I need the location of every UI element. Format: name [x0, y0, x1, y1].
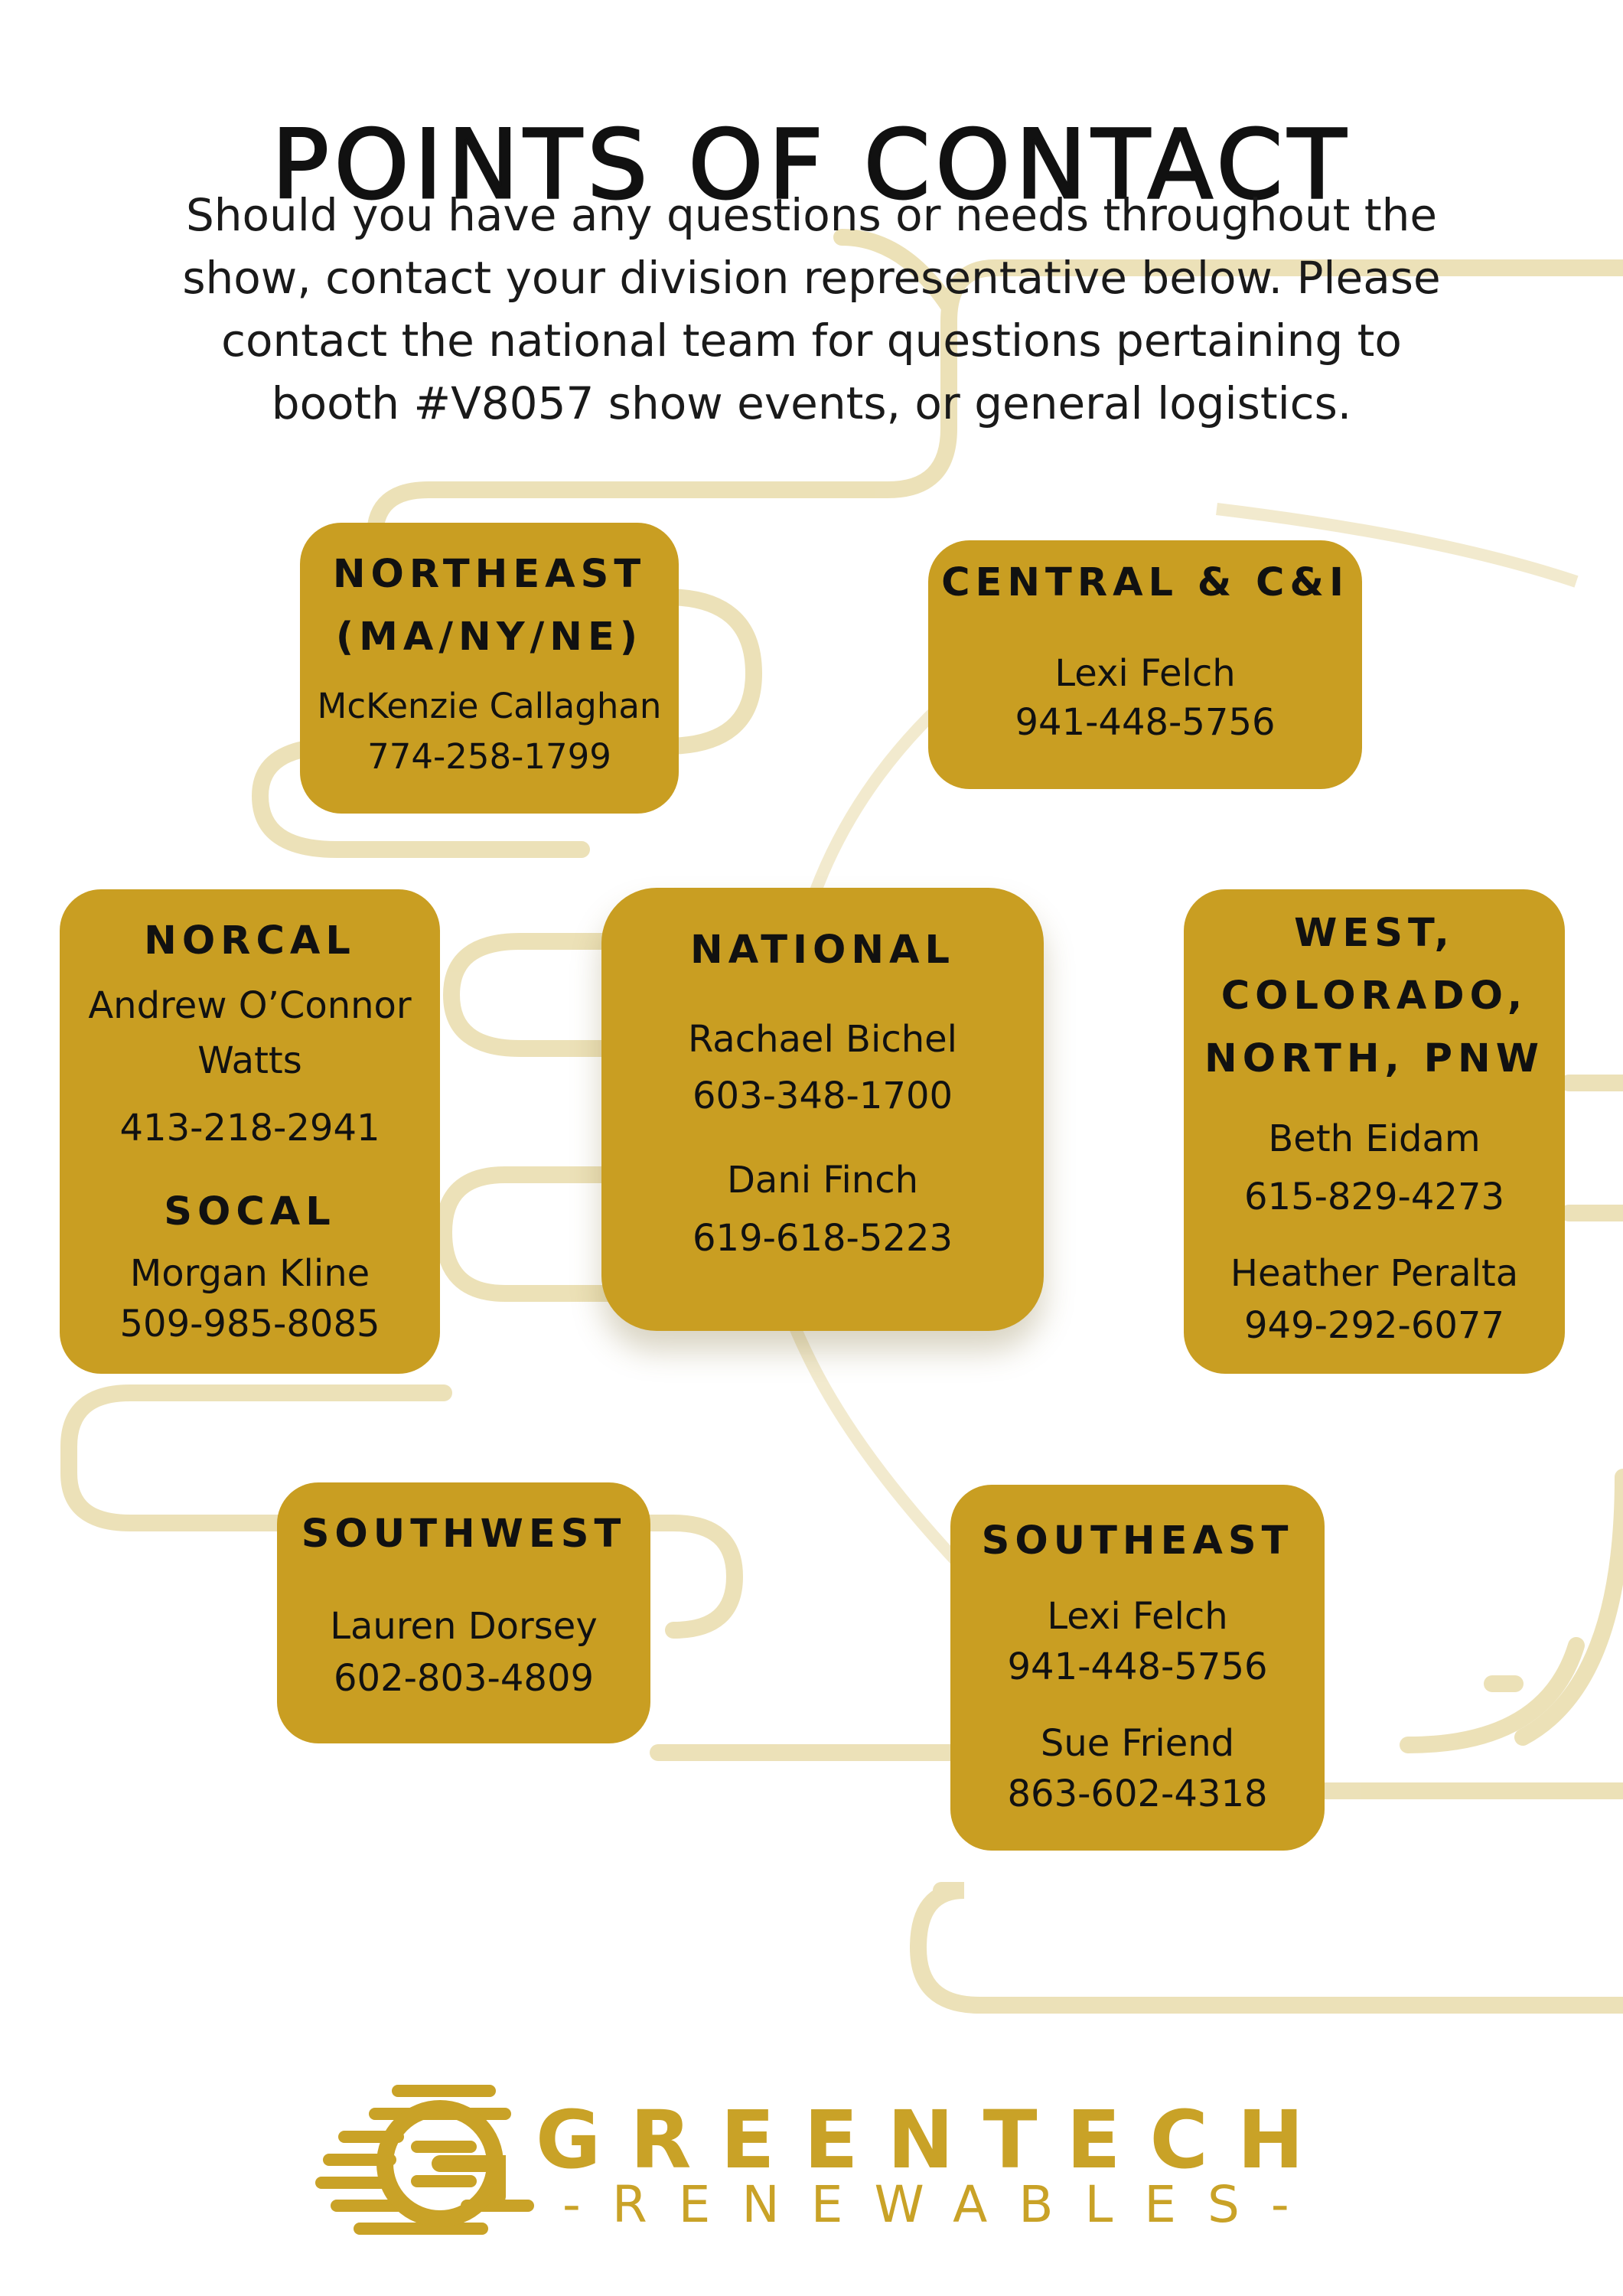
card-northeast: NORTHEAST (MA/NY/NE) McKenzie Callaghan … — [300, 523, 679, 814]
contact-name: Morgan Kline — [129, 1252, 370, 1295]
contact-name: Beth Eidam — [1268, 1117, 1481, 1160]
logo-wordmark: GREENTECH — [536, 2093, 1333, 2187]
card-national: NATIONAL Rachael Bichel 603-348-1700 Dan… — [601, 888, 1044, 1331]
contact-phone: 603-348-1700 — [692, 1075, 953, 1117]
contact-name: Lexi Felch — [1054, 652, 1236, 695]
intro-line: show, contact your division representati… — [182, 252, 1441, 304]
contact-phone: 774-258-1799 — [367, 736, 611, 777]
contact-name: Dani Finch — [726, 1159, 919, 1202]
contact-name: Heather Peralta — [1230, 1252, 1519, 1295]
card-central: CENTRAL & C&I Lexi Felch 941-448-5756 — [928, 540, 1362, 789]
contact-phone: 949-292-6077 — [1243, 1304, 1505, 1347]
card-heading: NORTHEAST — [332, 552, 647, 597]
card-heading: (MA/NY/NE) — [335, 615, 644, 660]
contact-name: Andrew O’Connor — [88, 984, 412, 1027]
card-heading: WEST, — [1294, 911, 1455, 956]
card-heading: NATIONAL — [690, 928, 955, 973]
contact-phone: 509-985-8085 — [119, 1303, 380, 1345]
card-west: WEST, COLORADO, NORTH, PNW Beth Eidam 61… — [1184, 889, 1565, 1374]
card-heading: SOUTHEAST — [981, 1518, 1294, 1564]
contact-name: Watts — [197, 1039, 302, 1082]
contact-phone: 615-829-4273 — [1243, 1176, 1505, 1218]
page-title: POINTS OF CONTACT — [271, 109, 1351, 222]
intro-line: contact the national team for questions … — [221, 315, 1402, 367]
contact-name: Lauren Dorsey — [330, 1605, 598, 1648]
contact-name: Rachael Bichel — [687, 1018, 957, 1061]
contact-phone: 941-448-5756 — [1007, 1645, 1268, 1688]
contact-phone: 602-803-4809 — [333, 1657, 595, 1700]
card-heading: NORTH, PNW — [1204, 1036, 1544, 1081]
card-heading: SOCAL — [164, 1189, 336, 1234]
card-heading: NORCAL — [144, 918, 356, 964]
intro-text: Should you have any questions or needs t… — [153, 184, 1470, 435]
card-norcal-socal: NORCAL Andrew O’Connor Watts 413-218-294… — [60, 889, 440, 1374]
intro-line: Should you have any questions or needs t… — [185, 189, 1438, 241]
card-heading: COLORADO, — [1221, 974, 1528, 1019]
contact-name: Sue Friend — [1040, 1722, 1235, 1765]
contact-phone: 941-448-5756 — [1015, 701, 1276, 744]
contact-name: McKenzie Callaghan — [317, 686, 662, 726]
card-heading: CENTRAL & C&I — [941, 560, 1349, 605]
contact-phone: 619-618-5223 — [692, 1217, 953, 1260]
card-southwest: SOUTHWEST Lauren Dorsey 602-803-4809 — [277, 1482, 650, 1743]
logo-subtitle: -RENEWABLES- — [562, 2175, 1321, 2234]
contact-name: Lexi Felch — [1047, 1595, 1228, 1638]
contact-phone: 413-218-2941 — [119, 1107, 380, 1150]
card-heading: SOUTHWEST — [301, 1512, 627, 1557]
intro-line: booth #V8057 show events, or general log… — [271, 377, 1352, 429]
greentech-logo-mark-icon — [315, 2085, 534, 2235]
card-southeast: SOUTHEAST Lexi Felch 941-448-5756 Sue Fr… — [950, 1485, 1325, 1851]
contact-phone: 863-602-4318 — [1007, 1773, 1268, 1815]
